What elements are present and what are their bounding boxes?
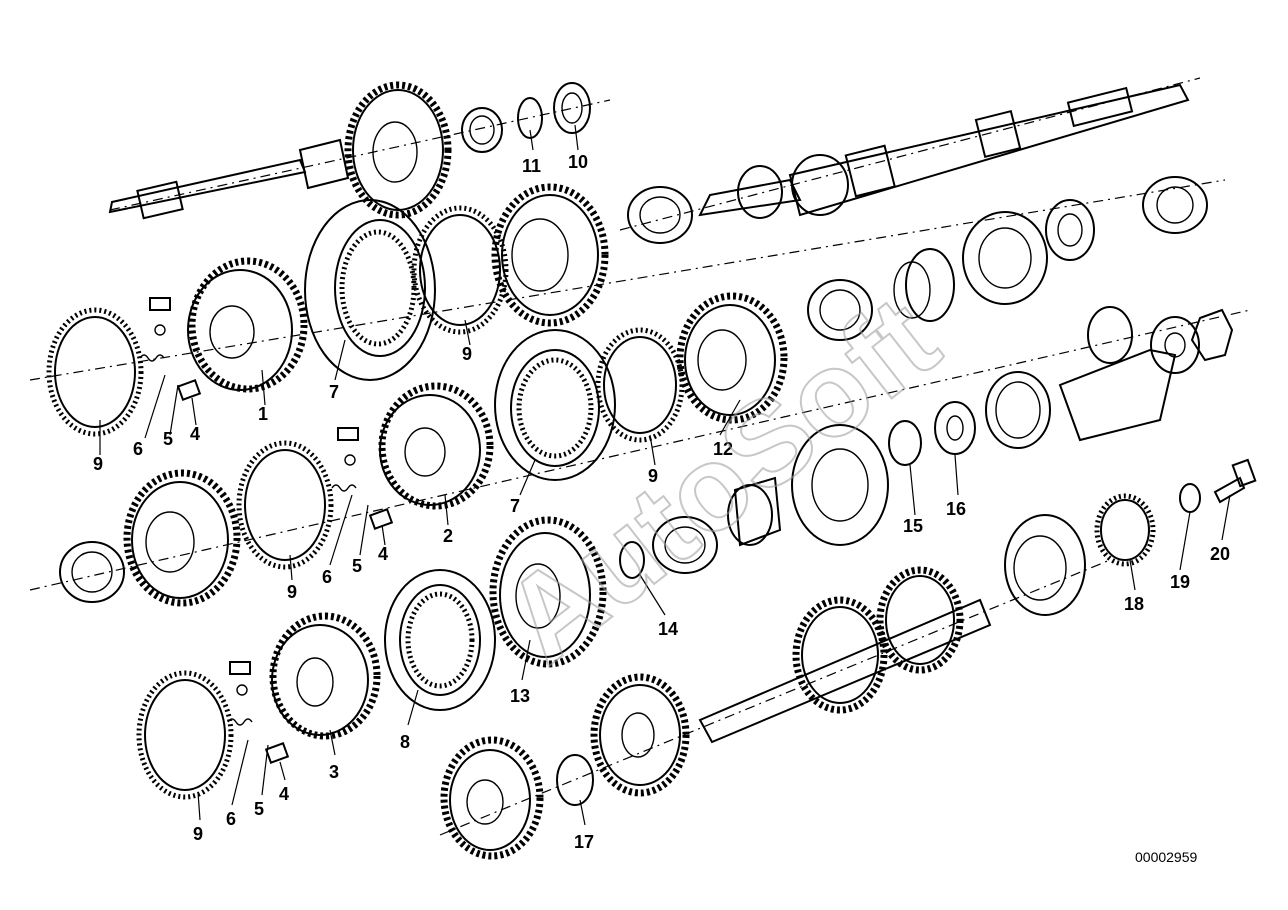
label-part-12: 12: [713, 439, 733, 459]
needle-bearing: [627, 186, 693, 244]
third-gear: [676, 292, 788, 424]
synchro-hub-middle: [378, 382, 494, 510]
countershaft: [698, 566, 992, 744]
bushing: [1045, 199, 1095, 261]
needle-bearing-far: [1142, 176, 1208, 234]
label-part-18: 18: [1124, 594, 1144, 614]
input-shaft-axis: [109, 99, 611, 211]
diagram-id: 00002959: [1135, 849, 1198, 865]
synchro-ring-middle-left: [236, 440, 334, 570]
label-part-2: 2: [443, 526, 453, 546]
circlip-17: [556, 754, 594, 806]
needle-bearing-lower: [652, 516, 718, 574]
label-part-14: 14: [658, 619, 678, 639]
upper-gear-axis: [29, 179, 1226, 381]
label-part-5-b: 5: [352, 556, 362, 576]
label-part-4-c: 4: [279, 784, 289, 804]
bearing-middle: [791, 424, 889, 546]
synchro-hub-lower: [269, 612, 381, 740]
part-labels: 11 10 9 7 1 9 6 5 4 12 9 7 2 6 5 4 9 15 …: [93, 152, 1230, 852]
label-part-13: 13: [510, 686, 530, 706]
speedo-gear-18: [1094, 493, 1156, 567]
shift-sleeve-middle: [494, 329, 616, 481]
shift-sleeve: [304, 199, 436, 381]
label-part-16: 16: [946, 499, 966, 519]
label-part-8: 8: [400, 732, 410, 752]
label-part-7-a: 7: [329, 382, 339, 402]
bolt-20: [1213, 458, 1257, 504]
label-part-9-a: 9: [93, 454, 103, 474]
label-part-4-a: 4: [190, 424, 200, 444]
needle-bearing-right: [807, 279, 873, 341]
label-part-3: 3: [329, 762, 339, 782]
synchronizer-ring: [411, 205, 509, 335]
label-part-17: 17: [574, 832, 594, 852]
washer-15: [888, 420, 922, 466]
label-part-11: 11: [522, 156, 541, 176]
label-part-10: 10: [568, 152, 588, 172]
label-part-9-c: 9: [648, 466, 658, 486]
synchro-ring-lower: [136, 670, 234, 800]
input-shaft: [108, 81, 503, 220]
reverse-idler-gear: [440, 736, 544, 860]
label-part-6-c: 6: [226, 809, 236, 829]
bearing-lower-right: [1004, 514, 1086, 616]
label-part-20: 20: [1210, 544, 1230, 564]
second-gear: [123, 469, 241, 607]
spring-ball-pin-lower: [227, 661, 290, 764]
main-shaft: [698, 83, 1190, 219]
leader-lines: [99, 124, 1231, 826]
ball-bearing: [962, 211, 1048, 305]
label-part-5-c: 5: [254, 799, 264, 819]
sleeve-middle: [727, 476, 782, 547]
bearing-right: [985, 371, 1051, 449]
label-part-5-a: 5: [163, 429, 173, 449]
fourth-gear: [491, 183, 609, 327]
synchronizer-ring-middle: [595, 327, 685, 443]
countershaft-gear: [590, 673, 690, 797]
label-part-1: 1: [258, 404, 268, 424]
circlip: [517, 97, 543, 139]
synchro-ring-left: [46, 307, 144, 437]
washer-14: [619, 541, 645, 579]
label-part-19: 19: [1170, 572, 1190, 592]
reverse-gear-sleeve: [384, 569, 496, 711]
washer-19: [1179, 483, 1201, 513]
spring-ball-pin-middle: [331, 427, 394, 530]
label-part-7-b: 7: [510, 496, 520, 516]
label-part-15: 15: [903, 516, 923, 536]
first-gear: [489, 516, 607, 668]
lower-gear-axis: [439, 559, 1111, 836]
spacer-sleeve: [893, 248, 955, 322]
spring-ball-pin: [139, 297, 202, 401]
middle-gear-axis: [29, 309, 1251, 591]
synchro-hub: [187, 257, 308, 393]
needle-bearing-left: [59, 541, 125, 603]
label-part-4-b: 4: [378, 544, 388, 564]
shim-washer: [553, 82, 591, 134]
label-part-9-b: 9: [462, 344, 472, 364]
output-flange: [1058, 306, 1234, 442]
label-part-9-d: 9: [287, 582, 297, 602]
label-part-6-b: 6: [322, 567, 332, 587]
lock-nut-16: [934, 401, 976, 455]
label-part-6-a: 6: [133, 439, 143, 459]
label-part-9-e: 9: [193, 824, 203, 844]
